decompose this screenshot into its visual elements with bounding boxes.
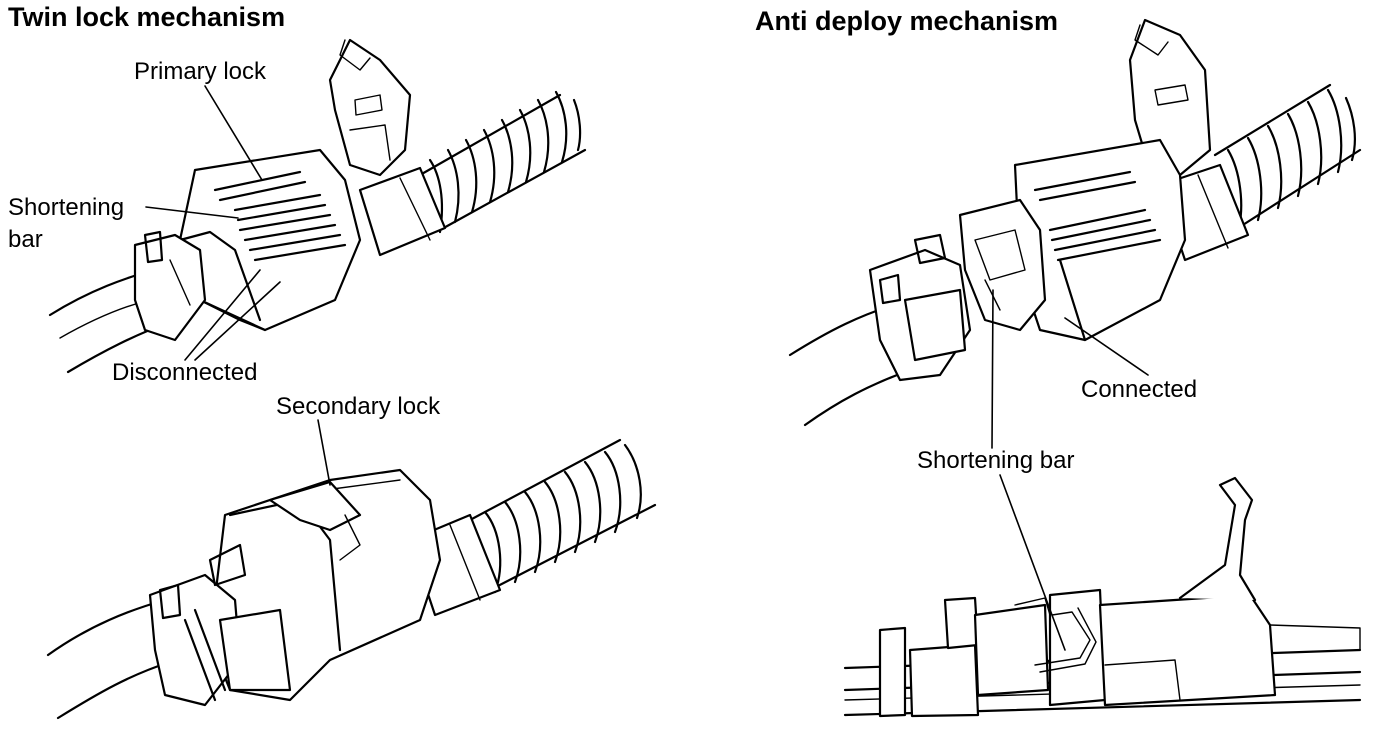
twin-lock-secondary-drawing: [46, 419, 657, 720]
anti-deploy-title: Anti deploy mechanism: [755, 6, 1059, 36]
primary-lock-label: Primary lock: [134, 58, 267, 85]
connected-label: Connected: [1081, 376, 1198, 403]
anti-deploy-section-drawing: [843, 474, 1362, 718]
shortening-bar-label-right: Shortening bar: [917, 447, 1075, 474]
twin-lock-title: Twin lock mechanism: [8, 2, 286, 32]
anti-deploy-connected-drawing: [788, 18, 1362, 449]
twin-lock-disconnected-drawing: [48, 38, 587, 374]
shortening-bar-label-line1: Shortening: [8, 194, 125, 221]
secondary-lock-label: Secondary lock: [276, 393, 441, 420]
shortening-bar-label-line2: bar: [8, 226, 43, 253]
disconnected-label: Disconnected: [112, 359, 258, 386]
